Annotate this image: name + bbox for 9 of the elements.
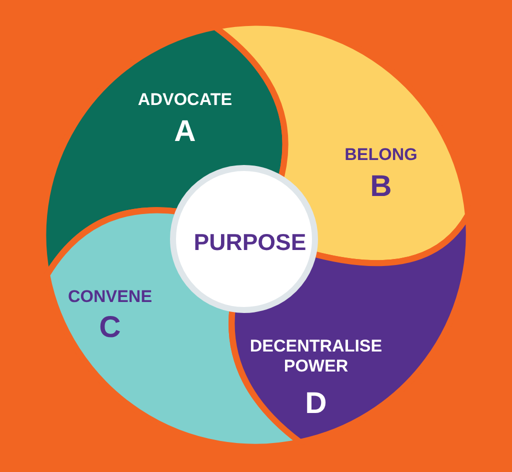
segment-letter: C <box>99 310 121 346</box>
segment-title: BELONG <box>344 144 418 166</box>
center-title: PURPOSE <box>194 229 306 257</box>
segment-letter: D <box>305 386 327 422</box>
segment-title: CONVENE <box>68 286 152 308</box>
segment-title: ADVOCATE <box>138 90 232 110</box>
segment-letter: B <box>370 169 392 205</box>
segment-letter: A <box>174 114 196 150</box>
segment-title: DECENTRALISE POWER <box>248 336 384 378</box>
